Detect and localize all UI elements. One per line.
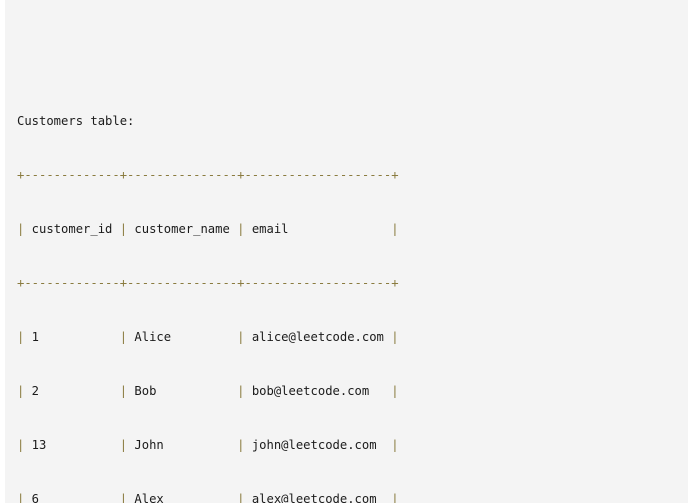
cell-text: bob@leetcode.com (244, 384, 392, 398)
cell-separator: | (391, 384, 399, 398)
cell-separator: | (391, 492, 399, 503)
console-output-surface: Customers table: +-------------+--------… (5, 0, 688, 503)
table-top-rule-customers: +-------------+---------------+---------… (17, 168, 399, 182)
console-output-text: Customers table: +-------------+--------… (17, 4, 677, 503)
cell-separator: | (237, 492, 245, 503)
cell-text: 2 (24, 384, 120, 398)
cell-text: Alice (127, 330, 238, 344)
table-row: | 13 | John | john@leetcode.com | (17, 436, 677, 454)
cell-text: alex@leetcode.com (244, 492, 392, 503)
cell-separator: | (119, 330, 128, 344)
cell-text: email (244, 222, 392, 236)
cell-separator: | (237, 222, 245, 236)
cell-separator: | (237, 330, 245, 344)
table-block-customers: Customers table: +-------------+--------… (17, 76, 677, 503)
cell-separator: | (119, 384, 128, 398)
cell-separator: | (17, 384, 25, 398)
table-header-row-customers: | customer_id | customer_name | email | (17, 220, 677, 238)
cell-text: 13 (24, 438, 120, 452)
cell-text: John (127, 438, 238, 452)
cell-text: customer_id (24, 222, 120, 236)
cell-separator: | (391, 438, 399, 452)
cell-text: alice@leetcode.com (244, 330, 392, 344)
cell-separator: | (17, 330, 25, 344)
cell-separator: | (119, 438, 128, 452)
cell-text: Bob (127, 384, 238, 398)
cell-text: john@leetcode.com (244, 438, 392, 452)
table-row: | 1 | Alice | alice@leetcode.com | (17, 328, 677, 346)
cell-separator: | (391, 330, 399, 344)
cell-text: Alex (127, 492, 238, 503)
cell-separator: | (119, 492, 128, 503)
cell-separator: | (237, 438, 245, 452)
cell-separator: | (17, 222, 25, 236)
cell-text: customer_name (127, 222, 238, 236)
cell-separator: | (391, 222, 399, 236)
table-row: | 6 | Alex | alex@leetcode.com | (17, 490, 677, 503)
cell-text: 6 (24, 492, 120, 503)
table-row: | 2 | Bob | bob@leetcode.com | (17, 382, 677, 400)
cell-separator: | (237, 384, 245, 398)
cell-separator: | (17, 492, 25, 503)
cell-separator: | (17, 438, 25, 452)
cell-text: 1 (24, 330, 120, 344)
table-caption-customers: Customers table: (17, 114, 135, 128)
table-header-rule-customers: +-------------+---------------+---------… (17, 276, 399, 290)
cell-separator: | (119, 222, 128, 236)
